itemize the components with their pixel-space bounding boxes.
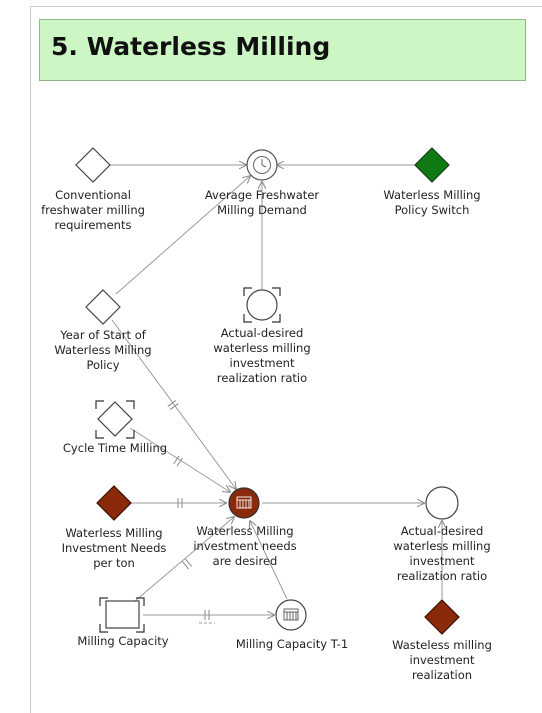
- label-line: Conventional: [55, 188, 131, 202]
- node-year-start[interactable]: [85, 289, 121, 325]
- link-capacity-to-needs: [134, 517, 234, 602]
- label-capacity-t1: Milling Capacity T-1: [236, 637, 348, 652]
- label-line: Year of Start of: [60, 328, 146, 342]
- section-header: 5. Waterless Milling: [39, 19, 526, 81]
- delay-mark: [177, 498, 183, 508]
- label-policy-switch: Waterless Milling Policy Switch: [383, 188, 480, 218]
- label-avg-demand: Average Freshwater Milling Demand: [205, 188, 319, 218]
- label-line: Actual-desired: [220, 326, 304, 340]
- table-icon: [236, 496, 252, 509]
- node-conventional[interactable]: [75, 147, 111, 183]
- label-line: Investment Needs: [61, 541, 167, 555]
- node-avg-demand[interactable]: [246, 149, 278, 181]
- label-line: Waterless Milling: [65, 526, 163, 540]
- delay-mark: [204, 610, 210, 620]
- label-line: Policy: [86, 358, 120, 372]
- node-wasteless[interactable]: [424, 599, 460, 635]
- node-ratio-top[interactable]: [243, 287, 281, 323]
- label-line: Milling Demand: [217, 203, 307, 217]
- canvas-left-border: [30, 6, 31, 713]
- label-line: investment: [409, 554, 475, 568]
- node-policy-switch[interactable]: [414, 147, 450, 183]
- label-line: Waterless Milling: [54, 343, 152, 357]
- label-line: Cycle Time Milling: [62, 441, 168, 455]
- label-wasteless: Wasteless milling investment realization: [392, 638, 492, 683]
- label-line: realization ratio: [396, 569, 488, 583]
- label-line: Waterless Milling: [196, 524, 294, 538]
- delay-mark: [173, 455, 183, 467]
- delay-mark: [181, 558, 193, 570]
- label-ratio-top: Actual-desired waterless milling investm…: [213, 326, 310, 386]
- label-line: freshwater milling: [41, 203, 145, 217]
- label-line: investment needs: [193, 539, 297, 553]
- label-conventional: Conventional freshwater milling requirem…: [41, 188, 145, 233]
- label-line: Policy Switch: [394, 203, 470, 217]
- page-title: 5. Waterless Milling: [51, 32, 331, 61]
- label-line: investment: [229, 356, 295, 370]
- label-line: per ton: [93, 556, 135, 570]
- label-line: requirements: [54, 218, 132, 232]
- label-line: Wasteless milling: [392, 638, 492, 652]
- label-year-start: Year of Start of Waterless Milling Polic…: [54, 328, 151, 373]
- delay-mark: [167, 400, 179, 410]
- label-line: waterless milling: [213, 341, 311, 355]
- canvas-top-border: [30, 6, 542, 7]
- label-line: realization ratio: [216, 371, 308, 385]
- label-ratio-right: Actual-desired waterless milling investm…: [393, 524, 490, 584]
- label-line: are desired: [212, 554, 278, 568]
- node-needs-desired[interactable]: [228, 487, 260, 519]
- label-line: investment: [409, 653, 475, 667]
- node-investment-needs[interactable]: [96, 485, 132, 521]
- label-milling-capacity: Milling Capacity: [77, 634, 168, 649]
- label-line: Waterless Milling: [383, 188, 481, 202]
- node-milling-capacity[interactable]: [99, 597, 145, 633]
- label-needs-desired: Waterless Milling investment needs are d…: [193, 524, 296, 569]
- table-icon: [283, 608, 299, 621]
- link-year-to-needs: [111, 319, 236, 489]
- label-line: Milling Capacity: [77, 634, 169, 648]
- link-cycle-to-needs: [129, 427, 230, 492]
- label-line: Average Freshwater: [204, 188, 320, 202]
- label-line: realization: [411, 668, 473, 682]
- node-capacity-t1[interactable]: [275, 599, 307, 631]
- label-investment-needs: Waterless Milling Investment Needs per t…: [62, 526, 167, 571]
- label-line: waterless milling: [393, 539, 491, 553]
- node-ratio-right[interactable]: [425, 486, 459, 520]
- node-cycle-time[interactable]: [95, 400, 135, 439]
- clock-icon: [253, 156, 271, 174]
- label-line: Milling Capacity T-1: [235, 637, 349, 651]
- label-line: Actual-desired: [400, 524, 484, 538]
- link-t1-to-needs: [250, 521, 288, 600]
- link-year-to-demand: [115, 176, 250, 295]
- label-cycle-time: Cycle Time Milling: [63, 441, 167, 456]
